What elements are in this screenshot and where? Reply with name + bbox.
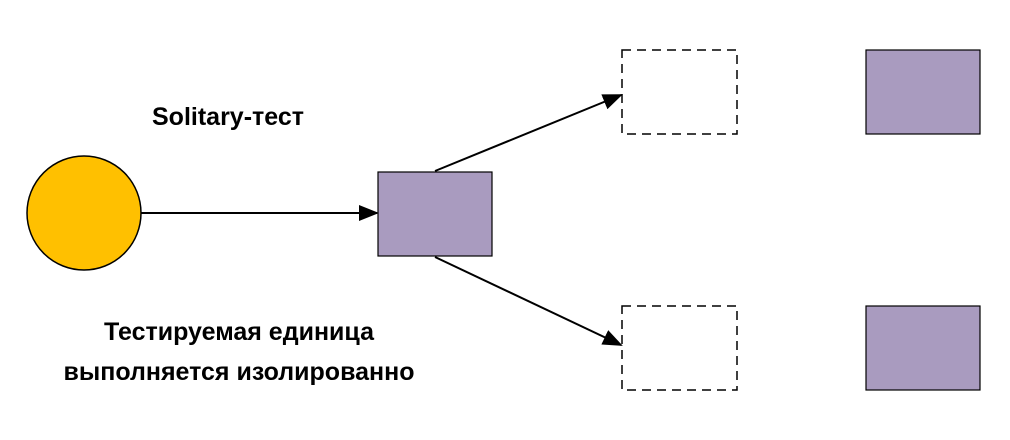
edge-unit-to-test-double-bottom xyxy=(434,256,623,346)
test-double-top-box xyxy=(621,49,738,135)
diagram-description: Тестируемая единица выполняется изолиров… xyxy=(0,312,478,392)
real-dependency-bottom-box xyxy=(865,305,981,391)
unit-under-test-box xyxy=(377,171,493,257)
description-line-2: выполняется изолированно xyxy=(63,358,415,386)
description-line-1: Тестируемая единица xyxy=(104,318,374,346)
test-double-bottom-box xyxy=(621,305,738,391)
diagram-title: Solitary-тест xyxy=(152,103,304,131)
test-actor-circle xyxy=(26,155,142,271)
edge-unit-to-test-double-top xyxy=(434,94,623,172)
real-dependency-top-box xyxy=(865,49,981,135)
